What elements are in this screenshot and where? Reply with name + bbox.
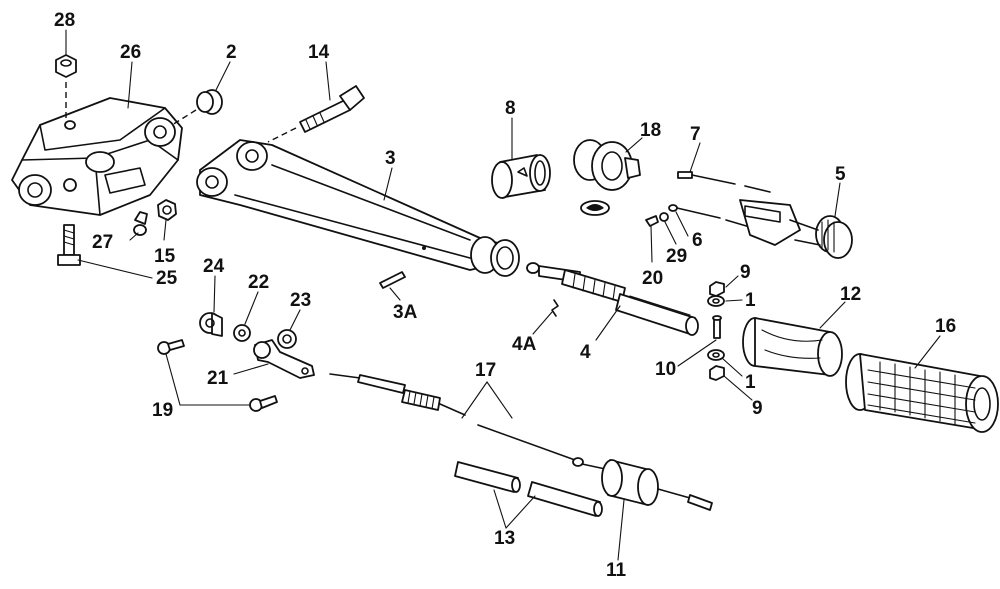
callout-22: 22 xyxy=(248,272,269,293)
washer-22 xyxy=(233,324,251,342)
callout-11: 11 xyxy=(606,560,627,581)
cable-17 xyxy=(329,373,611,471)
callout-29: 29 xyxy=(666,246,687,267)
callout-27: 27 xyxy=(92,232,113,253)
washer-2 xyxy=(171,89,223,126)
callout-1-lower: 1 xyxy=(745,372,756,393)
washer-1-upper xyxy=(707,295,725,307)
part-18 xyxy=(573,139,641,216)
callout-20: 20 xyxy=(642,268,663,289)
callout-23: 23 xyxy=(290,290,311,311)
callout-10: 10 xyxy=(655,359,676,380)
callout-9-upper: 9 xyxy=(740,262,751,283)
tube-13-left xyxy=(454,461,521,493)
callout-3a: 3A xyxy=(393,302,418,323)
washer-1-lower xyxy=(707,349,725,361)
callout-5: 5 xyxy=(835,164,846,185)
callout-24: 24 xyxy=(203,256,225,277)
stud-10 xyxy=(712,315,722,339)
shaft-4 xyxy=(526,262,699,336)
callout-19: 19 xyxy=(152,400,173,421)
screw-27 xyxy=(133,211,148,236)
spring-4a xyxy=(551,299,559,317)
tiller-arm xyxy=(196,139,520,277)
screw-19-lower xyxy=(249,395,278,412)
callout-2: 2 xyxy=(226,42,237,63)
tube-13-right xyxy=(527,481,603,517)
sleeve-8 xyxy=(491,154,551,199)
callout-12: 12 xyxy=(840,284,861,305)
callout-labels: 28 26 2 14 3 8 18 7 5 27 15 25 6 20 29 9… xyxy=(54,10,956,581)
bolt-25 xyxy=(57,224,81,266)
nut-24 xyxy=(199,312,223,337)
callout-21: 21 xyxy=(207,368,229,389)
callout-16: 16 xyxy=(935,316,956,337)
link-21 xyxy=(253,339,315,379)
screw-20 xyxy=(645,215,659,227)
washer-29 xyxy=(659,212,669,222)
callout-26: 26 xyxy=(120,42,141,63)
leader-lines xyxy=(65,29,941,561)
pin-3a xyxy=(379,271,406,289)
weight-11 xyxy=(601,459,713,511)
throttle-5 xyxy=(739,199,853,259)
nut-9-upper xyxy=(709,281,725,297)
callout-13: 13 xyxy=(494,528,515,549)
cable-7 xyxy=(677,171,771,193)
callout-14: 14 xyxy=(308,42,330,63)
nut-28 xyxy=(55,54,77,118)
callout-17: 17 xyxy=(475,360,496,381)
callout-6: 6 xyxy=(692,230,703,251)
grip-12 xyxy=(742,317,843,377)
callout-1-upper: 1 xyxy=(745,290,756,311)
callout-7: 7 xyxy=(690,124,701,145)
grip-16 xyxy=(845,353,999,433)
callout-4: 4 xyxy=(580,342,591,363)
callout-18: 18 xyxy=(640,120,661,141)
nut-9-lower xyxy=(709,365,725,381)
nut-15 xyxy=(157,199,177,221)
callout-28: 28 xyxy=(54,10,75,31)
bracket-housing xyxy=(11,97,183,216)
callout-15: 15 xyxy=(154,246,176,267)
callout-3: 3 xyxy=(385,148,396,169)
callout-8: 8 xyxy=(505,98,516,119)
screw-19-upper xyxy=(157,339,185,355)
callout-4a: 4A xyxy=(512,334,537,355)
nut-23 xyxy=(277,329,297,349)
bolt-14 xyxy=(267,85,365,143)
callout-9-lower: 9 xyxy=(752,398,763,419)
callout-25: 25 xyxy=(156,268,178,289)
